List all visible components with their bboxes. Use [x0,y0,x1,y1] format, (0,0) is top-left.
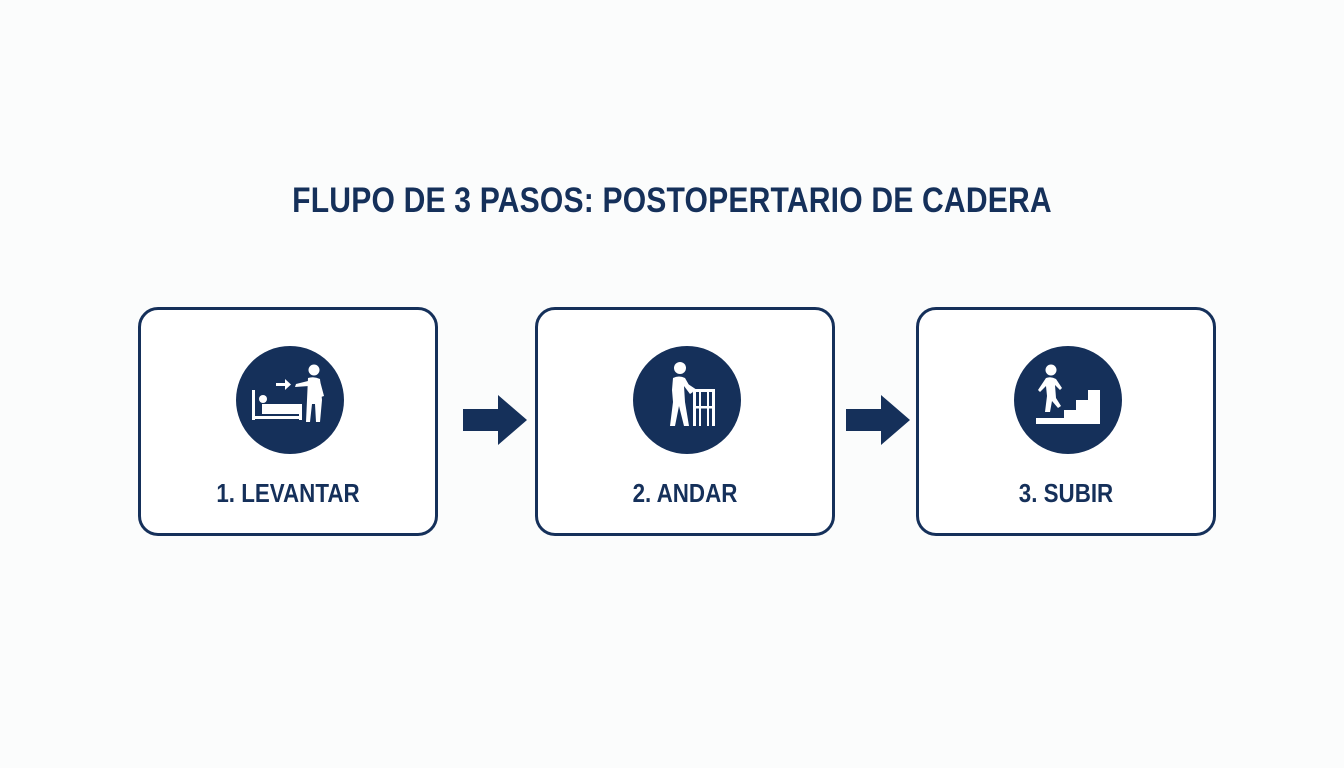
step-card-levantar: 1. LEVANTAR [138,307,438,536]
page-title: FLUPO DE 3 PASOS: POSTOPERTARIO DE CADER… [292,181,1052,220]
person-climbing-stairs-icon [1014,346,1122,454]
right-arrow-icon [463,395,527,445]
step-label: 1. LEVANTAR [216,478,360,508]
person-with-walker-icon [633,346,741,454]
step-label: 3. SUBIR [1018,478,1114,508]
step-card-andar: 2. ANDAR [535,307,835,536]
person-getting-out-of-bed-icon [236,346,344,454]
step-label: 2. ANDAR [632,478,738,508]
step-card-subir: 3. SUBIR [916,307,1216,536]
right-arrow-icon [846,395,910,445]
